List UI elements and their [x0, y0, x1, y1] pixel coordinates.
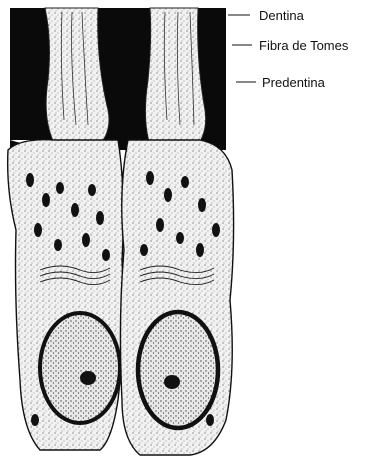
odontoblast-right [120, 140, 233, 455]
label-fibra-de-tomes: Fibra de Tomes [259, 38, 348, 53]
tomes-fiber-right [145, 8, 205, 145]
label-dentina: Dentina [259, 8, 304, 23]
label-predentina: Predentina [262, 75, 325, 90]
odontoblast-left [8, 140, 124, 450]
leader-lines [228, 15, 256, 82]
